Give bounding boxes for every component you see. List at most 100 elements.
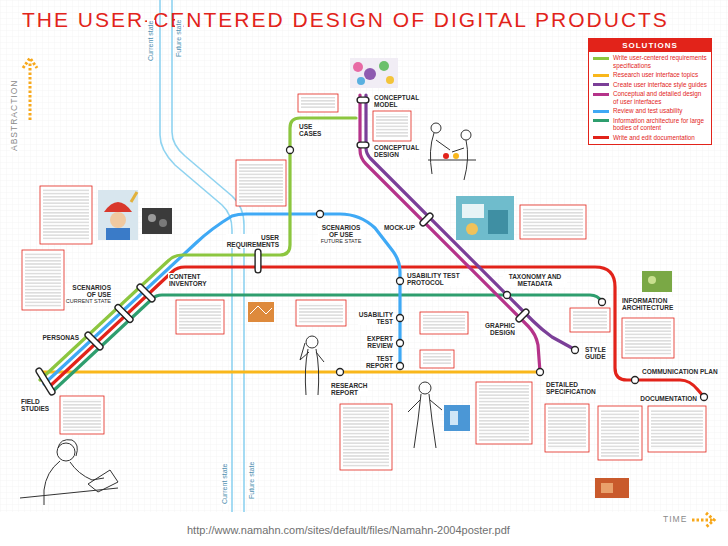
photo: [104, 202, 132, 212]
state-label: Current state: [221, 463, 229, 505]
station-label: USE CASES: [298, 123, 322, 137]
sketch-figure: [316, 349, 319, 395]
photo: [106, 228, 130, 240]
description-box: [573, 311, 607, 329]
sketch-figure: [408, 400, 420, 412]
station-marker: [287, 147, 294, 154]
photo: [148, 214, 156, 222]
description-box: [343, 407, 389, 467]
description-box: [373, 111, 411, 141]
station-marker: [537, 369, 544, 376]
legend-row: Write and edit documentation: [589, 132, 711, 142]
legend-row: Conceptual and detailed design of user i…: [589, 88, 711, 105]
photo: [488, 210, 508, 234]
station-marker: [317, 211, 324, 218]
station-label: INFORMATION ARCHITECTURE: [621, 297, 674, 311]
description-box: [423, 315, 465, 331]
sketch-figure: [306, 336, 318, 348]
sketch-figure: [430, 400, 442, 410]
legend-panel: SOLUTIONSWrite user-centered requirement…: [588, 38, 712, 145]
station-label: SCENARIOS OF USE: [66, 284, 112, 298]
legend-text: Review and test usability: [613, 107, 682, 115]
description-box: [648, 406, 706, 452]
photo: [601, 483, 613, 493]
description-box: [545, 404, 589, 452]
station-marker: [632, 377, 639, 384]
photo: [357, 77, 365, 85]
sketch-figure: [305, 349, 308, 395]
description-box: [598, 406, 642, 460]
legend-title: SOLUTIONS: [589, 39, 711, 52]
axis-arrow: [29, 62, 32, 120]
grid-ground: [0, 0, 728, 512]
metro-line: [40, 118, 356, 380]
description-box: [523, 208, 583, 236]
station-label: DOCUMENTATION: [639, 395, 698, 402]
photo: [386, 76, 394, 84]
description-box: [520, 205, 586, 239]
description-box: [43, 189, 89, 241]
legend-text: Conceptual and detailed design of user i…: [613, 90, 707, 105]
station-label: CONCEPTUAL MODEL: [373, 94, 420, 108]
legend-swatch: [593, 119, 609, 122]
legend-swatch: [593, 110, 609, 113]
station-label: USABILITY TEST: [358, 311, 394, 325]
legend-text: Research user interface topics: [613, 71, 698, 79]
description-box: [299, 303, 343, 323]
photo: [350, 58, 398, 88]
photo: [648, 276, 656, 284]
description-box: [60, 396, 104, 434]
description-box: [301, 97, 335, 109]
state-label: Future state: [175, 19, 183, 58]
description-box: [63, 399, 101, 431]
description-box: [476, 382, 532, 444]
legend-swatch: [593, 57, 609, 60]
station-marker: [701, 394, 708, 401]
legend-swatch: [593, 83, 609, 86]
legend-swatch: [593, 93, 609, 96]
metro-line: [360, 95, 540, 372]
station-label: PERSONAS: [42, 334, 80, 341]
station-label: CONCEPTUAL DESIGN: [373, 144, 420, 158]
description-box: [622, 318, 674, 358]
station-label: TEST REPORT: [365, 355, 394, 369]
sketch-figure: [443, 153, 449, 159]
state-note: CURRENT STATE: [65, 298, 112, 304]
description-box: [420, 350, 454, 368]
station-marker: [504, 292, 511, 299]
sketch-figure: [58, 440, 77, 456]
state-note: FUTURE STATE: [318, 238, 364, 244]
photo: [250, 306, 272, 314]
description-box: [22, 94, 706, 470]
description-box: [239, 163, 283, 203]
station-label: TAXONOMY AND METADATA: [503, 273, 567, 287]
photo: [248, 302, 274, 322]
station-label: RESEARCH REPORT: [330, 382, 368, 396]
photo: [462, 204, 484, 218]
station-label: CONTENT INVENTORY: [168, 273, 208, 287]
description-box: [376, 114, 408, 138]
legend-row: Review and test usability: [589, 105, 711, 115]
description-box: [479, 385, 529, 441]
sketch-figure: [44, 461, 60, 505]
metro-line: [42, 370, 540, 373]
description-box: [236, 160, 286, 206]
station-marker: [287, 147, 708, 401]
axis-label: TIME: [662, 515, 688, 524]
photo: [131, 192, 137, 202]
description-box: [548, 407, 586, 449]
description-box: [176, 300, 224, 334]
legend-row: Research user interface topics: [589, 69, 711, 79]
station-marker: [599, 299, 606, 306]
axis-arrow: [706, 513, 714, 527]
legend-swatch: [593, 136, 609, 139]
sketch-figure: [430, 133, 434, 174]
sketch-figure: [300, 343, 309, 360]
description-box: [340, 404, 392, 470]
legend-row: Create user interface style guides: [589, 79, 711, 89]
station-marker: [397, 315, 404, 322]
station-label: MOCK-UP: [383, 224, 416, 231]
station-label: USABILITY TEST PROTOCOL: [406, 272, 472, 286]
axis-label: ABSTRACTION: [10, 79, 19, 152]
